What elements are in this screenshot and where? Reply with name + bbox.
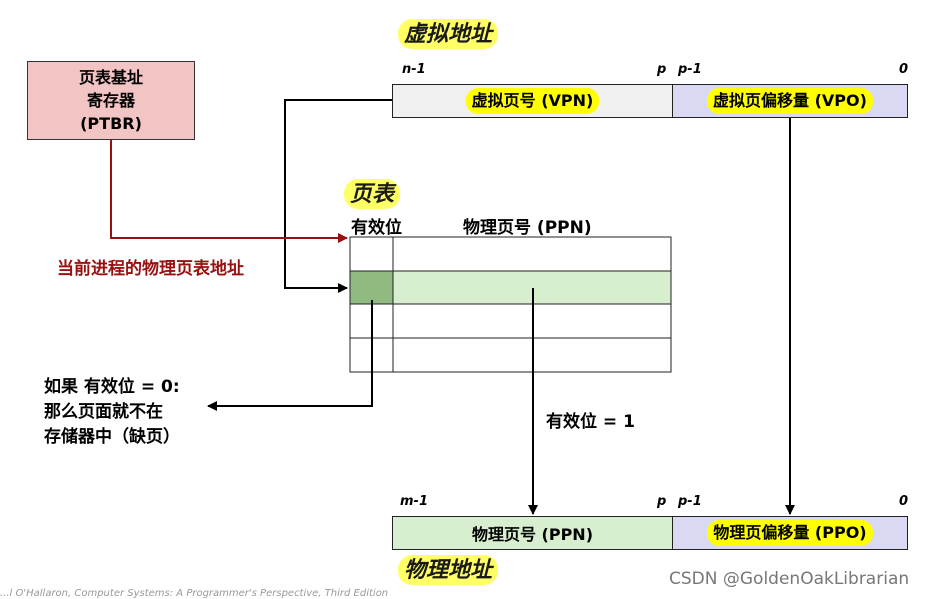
ppo-label: 物理页偏移量 (PPO)	[707, 520, 873, 546]
ptbr-line2: 寄存器	[86, 91, 135, 110]
pt-row-3	[349, 337, 672, 373]
ptbr-to-table-arrow	[110, 140, 348, 243]
watermark: CSDN @GoldenOakLibrarian	[669, 569, 910, 589]
invalid-note: 如果 有效位 = 0: 那么页面就不在 存储器中（缺页）	[44, 375, 180, 450]
ppo-field: 物理页偏移量 (PPO)	[672, 516, 908, 550]
va-bit-high: n-1	[402, 62, 426, 77]
invalid-note-line1: 如果 有效位 = 0:	[44, 377, 180, 397]
vpo-label: 虚拟页偏移量 (VPO)	[707, 88, 873, 114]
pt-row-0	[349, 236, 672, 272]
ppn-label: 物理页号 (PPN)	[471, 525, 594, 544]
physical-address-title: 物理地址	[398, 555, 499, 585]
pa-bit-p: p	[657, 494, 667, 509]
va-bit-zero: 0	[899, 62, 909, 77]
va-bit-p: p	[657, 62, 667, 77]
ptbr-line3: (PTBR)	[80, 114, 142, 133]
ptbr-register: 页表基址 寄存器 (PTBR)	[27, 61, 195, 140]
invalid-arrow	[207, 300, 373, 411]
invalid-note-line3: 存储器中（缺页）	[44, 427, 180, 447]
page-table-title: 页表	[344, 179, 401, 209]
ptbr-line1: 页表基址	[78, 68, 143, 87]
pt-row-1	[349, 270, 672, 305]
valid-one-label: 有效位 = 1	[546, 412, 635, 432]
virtual-address-title: 虚拟地址	[398, 19, 499, 49]
pt-row-2	[349, 303, 672, 339]
ppn-field: 物理页号 (PPN)	[392, 516, 673, 550]
va-bit-p-minus-1: p-1	[678, 62, 702, 77]
footer-citation: ...l O'Hallaron, Computer Systems: A Pro…	[0, 588, 389, 599]
pt-valid-bit-cell	[349, 270, 394, 305]
vpn-label: 虚拟页号 (VPN)	[465, 88, 600, 114]
pa-bit-high: m-1	[400, 494, 428, 509]
invalid-note-line2: 那么页面就不在	[44, 402, 163, 422]
pa-bit-zero: 0	[899, 494, 909, 509]
pt-col-ppn: 物理页号 (PPN)	[463, 218, 592, 238]
pa-bit-p-minus-1: p-1	[678, 494, 702, 509]
vpo-field: 虚拟页偏移量 (VPO)	[672, 84, 908, 118]
current-process-label: 当前进程的物理页表地址	[57, 259, 244, 279]
vpn-to-entry-arrow	[284, 99, 393, 293]
vpn-field: 虚拟页号 (VPN)	[392, 84, 673, 118]
pt-col-valid: 有效位	[351, 218, 402, 238]
